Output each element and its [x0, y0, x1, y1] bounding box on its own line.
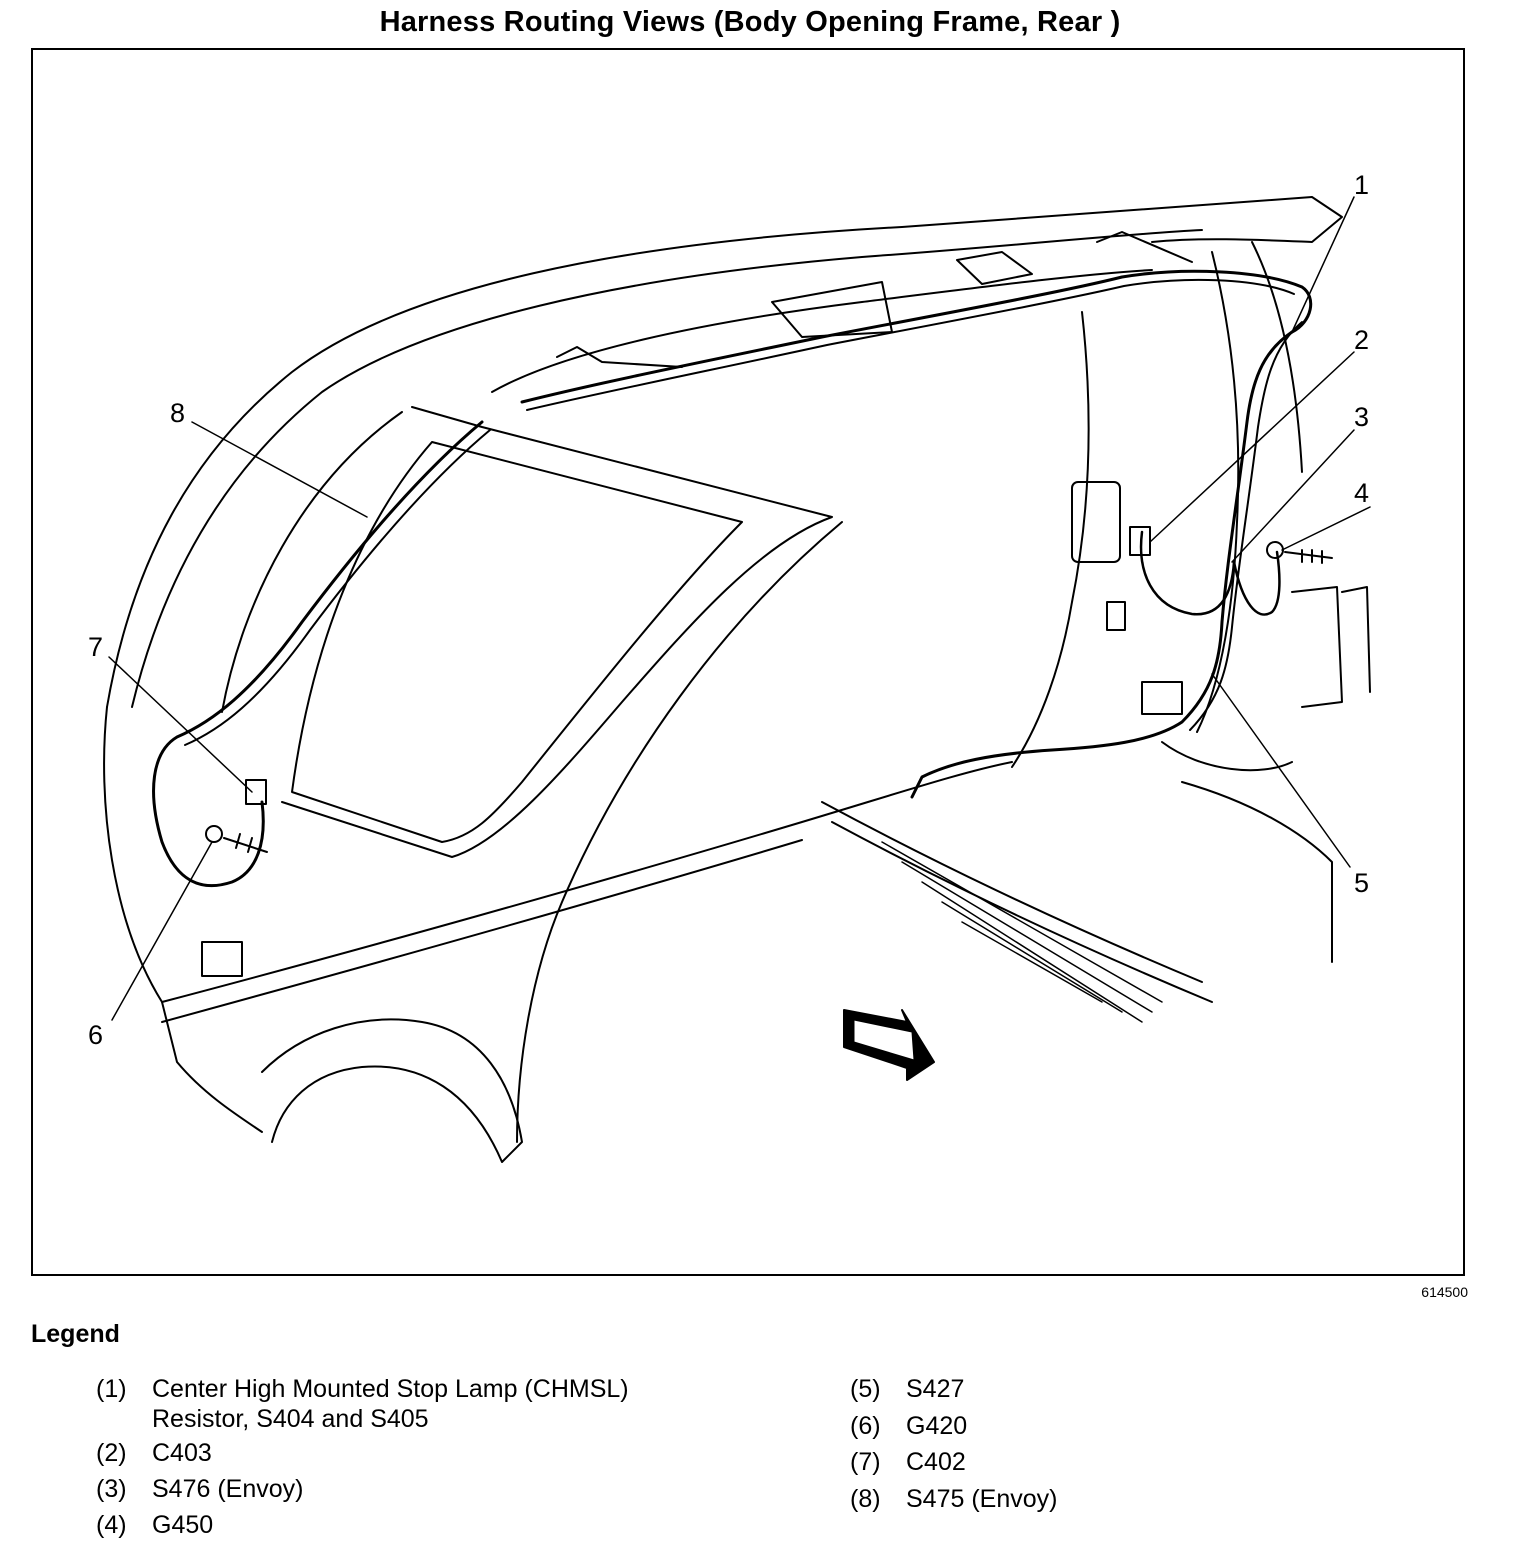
- leader-7: [108, 656, 253, 793]
- callout-3: 3: [1354, 402, 1369, 432]
- harness-g450-lead: [1232, 550, 1281, 616]
- roof-trim-c: [956, 251, 1033, 285]
- body-roof-inner: [131, 229, 1203, 708]
- window-inner: [291, 441, 743, 843]
- floor-edge: [1181, 781, 1333, 963]
- legend-num: (2): [96, 1439, 127, 1467]
- body-roof-outline: [106, 196, 1343, 708]
- c402-connector: [245, 779, 267, 805]
- g450-bolt: [1284, 549, 1333, 564]
- diagram-frame: 1 2 3 4 5 6 7 8: [31, 48, 1465, 1276]
- legend-text: C402: [906, 1448, 966, 1476]
- g420-ground-eye: [205, 825, 223, 843]
- left-sill-b: [161, 839, 803, 1023]
- legend-text: S475 (Envoy): [906, 1485, 1058, 1513]
- panel-slot-right: [1106, 601, 1126, 631]
- callout-1: 1: [1354, 170, 1369, 200]
- leader-2: [1149, 351, 1355, 543]
- harness-s476-loop: [1139, 530, 1236, 616]
- legend-num: (4): [96, 1511, 127, 1539]
- roof-trim-a: [556, 346, 683, 368]
- leader-1: [1291, 196, 1355, 333]
- panel-vent-right: [1141, 681, 1183, 715]
- legend-num: (7): [850, 1448, 881, 1476]
- callout-6: 6: [88, 1020, 103, 1050]
- right-pillar-inner: [1196, 251, 1240, 733]
- legend-text: G420: [906, 1412, 968, 1440]
- g450-ground-eye: [1266, 541, 1284, 559]
- left-pillar-outer: [221, 411, 403, 713]
- right-pillar-outer: [1011, 311, 1090, 768]
- roof-trim-b: [771, 281, 893, 338]
- roof-trim-d: [1096, 231, 1193, 263]
- roof-front-edge: [491, 269, 1153, 393]
- right-quarter-panel: [1291, 586, 1371, 708]
- legend-text: Center High Mounted Stop Lamp (CHMSL) Re…: [152, 1375, 629, 1433]
- left-wheelhouse: [261, 1018, 523, 1163]
- leader-5: [1211, 673, 1351, 868]
- callout-4: 4: [1354, 478, 1369, 508]
- diagram-title: Harness Routing Views (Body Opening Fram…: [379, 6, 1121, 38]
- right-pillar-edge: [1251, 241, 1303, 473]
- harness-left-pillar: [152, 420, 484, 888]
- figure-id: 614500: [1421, 1284, 1468, 1300]
- legend-num: (5): [850, 1375, 881, 1403]
- legend-num: (1): [96, 1375, 127, 1403]
- leader-8: [191, 421, 368, 518]
- callout-8: 8: [170, 398, 185, 428]
- callout-7: 7: [88, 632, 103, 662]
- harness-right-pillar: [910, 330, 1294, 799]
- leader-6: [111, 841, 213, 1021]
- floor-lines: [881, 841, 1163, 1023]
- legend-text: G450: [152, 1511, 214, 1539]
- legend-text: S427: [906, 1375, 965, 1403]
- left-sill: [161, 761, 1013, 1003]
- harness-roof: [520, 269, 1313, 404]
- harness-left-pillar-b: [184, 429, 491, 746]
- legend-num: (6): [850, 1412, 881, 1440]
- legend-num: (8): [850, 1485, 881, 1513]
- panel-vent-left: [201, 941, 243, 977]
- leader-3: [1231, 429, 1355, 563]
- window-outer: [281, 406, 833, 858]
- right-wheelhouse: [1161, 741, 1293, 772]
- leader-4: [1281, 506, 1371, 551]
- tail-lamp-opening: [1071, 481, 1121, 563]
- callout-2: 2: [1354, 325, 1369, 355]
- callout-5: 5: [1354, 868, 1369, 898]
- harness-roof-inner: [526, 278, 1295, 411]
- floor-channel: [821, 801, 1213, 1003]
- harness-drawing: 1 2 3 4 5 6 7 8: [88, 170, 1371, 1163]
- legend-heading: Legend: [31, 1320, 120, 1348]
- harness-right-pillar-b: [1189, 321, 1303, 731]
- legend-num: (3): [96, 1475, 127, 1503]
- legend-text: C403: [152, 1439, 212, 1467]
- b-pillar-curve: [516, 521, 843, 1143]
- legend-text: S476 (Envoy): [152, 1475, 304, 1503]
- g420-bolt: [223, 833, 268, 853]
- left-body-side: [103, 706, 263, 1133]
